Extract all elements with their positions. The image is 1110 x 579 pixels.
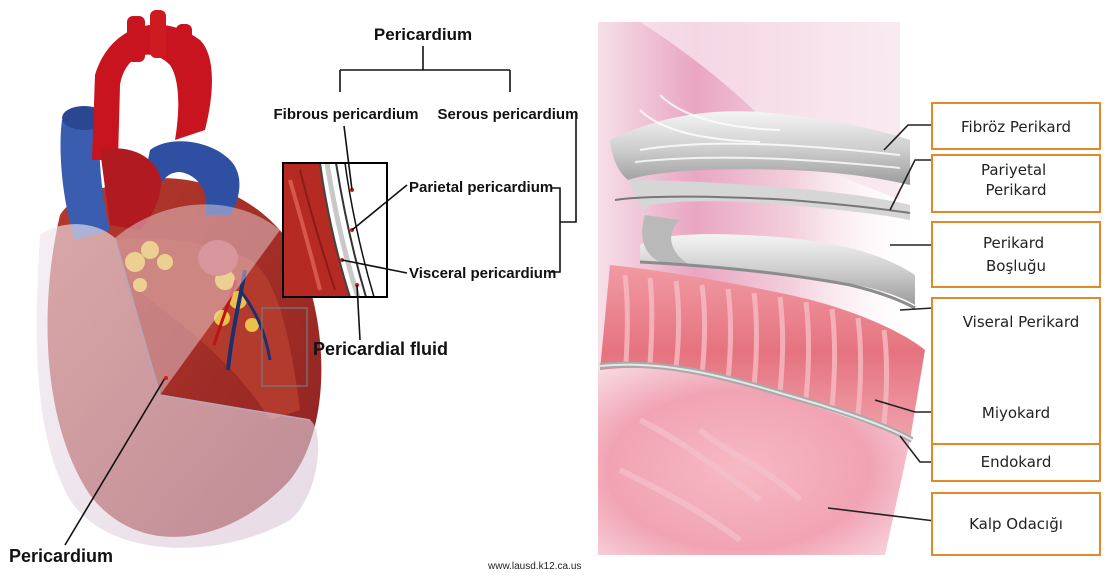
label-viseral-perikard: Viseral Perikard (963, 313, 1080, 331)
parietal-pericardium-label: Parietal pericardium (409, 179, 553, 196)
source-credit: www.lausd.k12.ca.us (487, 561, 581, 572)
label-boslugu-line1: Perikard (983, 234, 1044, 252)
label-kalp-odacigi: Kalp Odacığı (969, 515, 1063, 533)
visceral-pericardium-label: Visceral pericardium (409, 265, 556, 282)
label-boslugu-line2: Boşluğu (986, 257, 1046, 275)
heart-illustration (37, 10, 322, 548)
heart-pericardium-label: Pericardium (9, 546, 113, 566)
serous-pericardium-label: Serous pericardium (438, 106, 579, 123)
pericardium-title: Pericardium (374, 25, 472, 44)
label-pariyetal-line1: Pariyetal (981, 161, 1046, 179)
label-miyokard: Miyokard (982, 404, 1050, 422)
label-endokard: Endokard (981, 453, 1052, 471)
cross-section-illustration (598, 22, 925, 555)
box-perikard-boslugu (932, 222, 1100, 287)
label-pariyetal-line2: Perikard (985, 181, 1046, 199)
fibrous-pericardium-label: Fibrous pericardium (273, 106, 418, 123)
pericardial-fluid-label: Pericardial fluid (313, 339, 448, 359)
label-fibroz-perikard: Fibröz Perikard (961, 118, 1071, 136)
pericardium-inset (283, 163, 387, 297)
